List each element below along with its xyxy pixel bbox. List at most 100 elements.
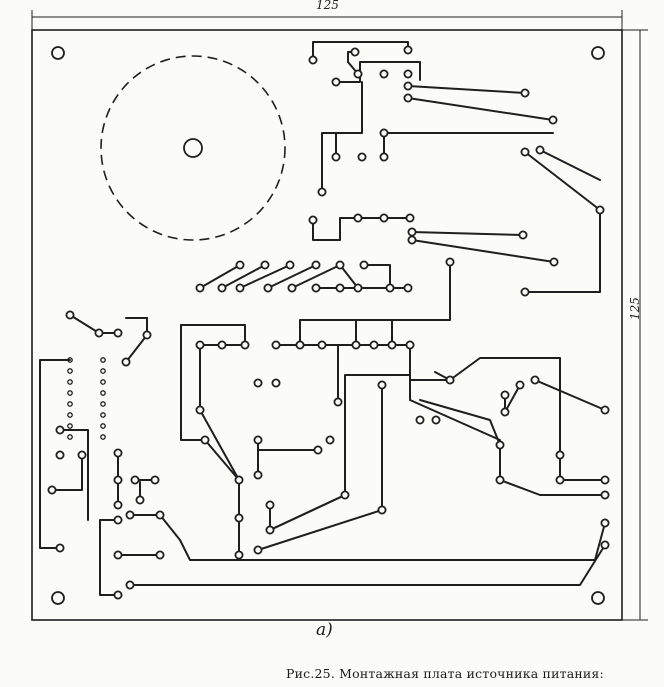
solder-pad xyxy=(155,550,165,560)
solder-pad xyxy=(142,330,152,340)
solder-pad xyxy=(260,260,270,270)
connector-hole xyxy=(100,423,106,429)
connector-hole xyxy=(67,412,73,418)
solder-pad xyxy=(407,235,417,245)
solder-pad xyxy=(353,69,363,79)
board-outline xyxy=(31,29,623,621)
solder-pad xyxy=(555,450,565,460)
connector-hole xyxy=(67,434,73,440)
solder-pad xyxy=(265,500,275,510)
solder-pad xyxy=(600,475,610,485)
solder-pad xyxy=(379,152,389,162)
solder-pad xyxy=(195,283,205,293)
transformer-outline xyxy=(100,55,286,241)
solder-pad xyxy=(271,340,281,350)
solder-pad xyxy=(195,340,205,350)
connector-hole xyxy=(67,357,73,363)
solder-pad xyxy=(77,450,87,460)
connector-hole xyxy=(67,379,73,385)
solder-pad xyxy=(113,475,123,485)
solder-pad xyxy=(600,518,610,528)
solder-pad xyxy=(200,435,210,445)
solder-pad xyxy=(113,515,123,525)
solder-pad xyxy=(65,310,75,320)
solder-pad xyxy=(55,543,65,553)
solder-pad xyxy=(403,69,413,79)
solder-pad xyxy=(125,580,135,590)
solder-pad xyxy=(234,513,244,523)
solder-pad xyxy=(295,340,305,350)
solder-pad xyxy=(515,380,525,390)
connector-hole xyxy=(67,390,73,396)
solder-pad xyxy=(195,405,205,415)
solder-pad xyxy=(351,340,361,350)
solder-pad xyxy=(253,435,263,445)
connector-holes xyxy=(67,357,106,440)
solder-pad xyxy=(331,77,341,87)
solder-pad xyxy=(55,450,65,460)
transformer-center-hole xyxy=(183,138,203,158)
solder-pad xyxy=(135,495,145,505)
solder-pad xyxy=(253,545,263,555)
solder-pad xyxy=(403,283,413,293)
solder-pad xyxy=(377,505,387,515)
solder-pad xyxy=(235,260,245,270)
solder-pad xyxy=(113,328,123,338)
solder-pad xyxy=(445,257,455,267)
solder-pad xyxy=(331,152,341,162)
solder-pad xyxy=(335,260,345,270)
solder-pad xyxy=(287,283,297,293)
solder-pad xyxy=(520,147,530,157)
solder-pad xyxy=(520,287,530,297)
solder-pad xyxy=(549,257,559,267)
solder-pad xyxy=(335,283,345,293)
solder-pad xyxy=(150,475,160,485)
solder-pad xyxy=(125,510,135,520)
solder-pad xyxy=(317,187,327,197)
solder-pad xyxy=(308,215,318,225)
solder-pad xyxy=(535,145,545,155)
mounting-holes xyxy=(51,46,605,605)
dimension-label-height: 125 xyxy=(628,297,642,320)
solder-pad xyxy=(130,475,140,485)
solder-pad xyxy=(350,47,360,57)
solder-pad xyxy=(387,340,397,350)
solder-pad xyxy=(357,152,367,162)
solder-pads xyxy=(47,45,610,600)
connector-hole xyxy=(100,357,106,363)
solder-pad xyxy=(253,378,263,388)
solder-pad xyxy=(308,55,318,65)
solder-pad xyxy=(317,340,327,350)
solder-pad xyxy=(55,425,65,435)
solder-pad xyxy=(379,128,389,138)
solder-pad xyxy=(377,380,387,390)
connector-hole xyxy=(67,368,73,374)
connector-hole xyxy=(100,434,106,440)
solder-pad xyxy=(285,260,295,270)
solder-pad xyxy=(94,328,104,338)
connector-hole xyxy=(100,412,106,418)
copper-traces xyxy=(39,41,606,596)
solder-pad xyxy=(431,415,441,425)
solder-pad xyxy=(379,69,389,79)
solder-pad xyxy=(311,283,321,293)
solder-pad xyxy=(113,550,123,560)
solder-pad xyxy=(121,357,131,367)
solder-pad xyxy=(353,283,363,293)
solder-pad xyxy=(403,81,413,91)
solder-pad xyxy=(518,230,528,240)
solder-pad xyxy=(407,227,417,237)
solder-pad xyxy=(379,213,389,223)
solder-pad xyxy=(265,525,275,535)
solder-pad xyxy=(235,283,245,293)
solder-pad xyxy=(415,415,425,425)
solder-pad xyxy=(600,540,610,550)
solder-pad xyxy=(520,88,530,98)
connector-hole xyxy=(67,401,73,407)
connector-hole xyxy=(100,390,106,396)
solder-pad xyxy=(500,407,510,417)
solder-pad xyxy=(600,405,610,415)
solder-pad xyxy=(530,375,540,385)
solder-pad xyxy=(595,205,605,215)
